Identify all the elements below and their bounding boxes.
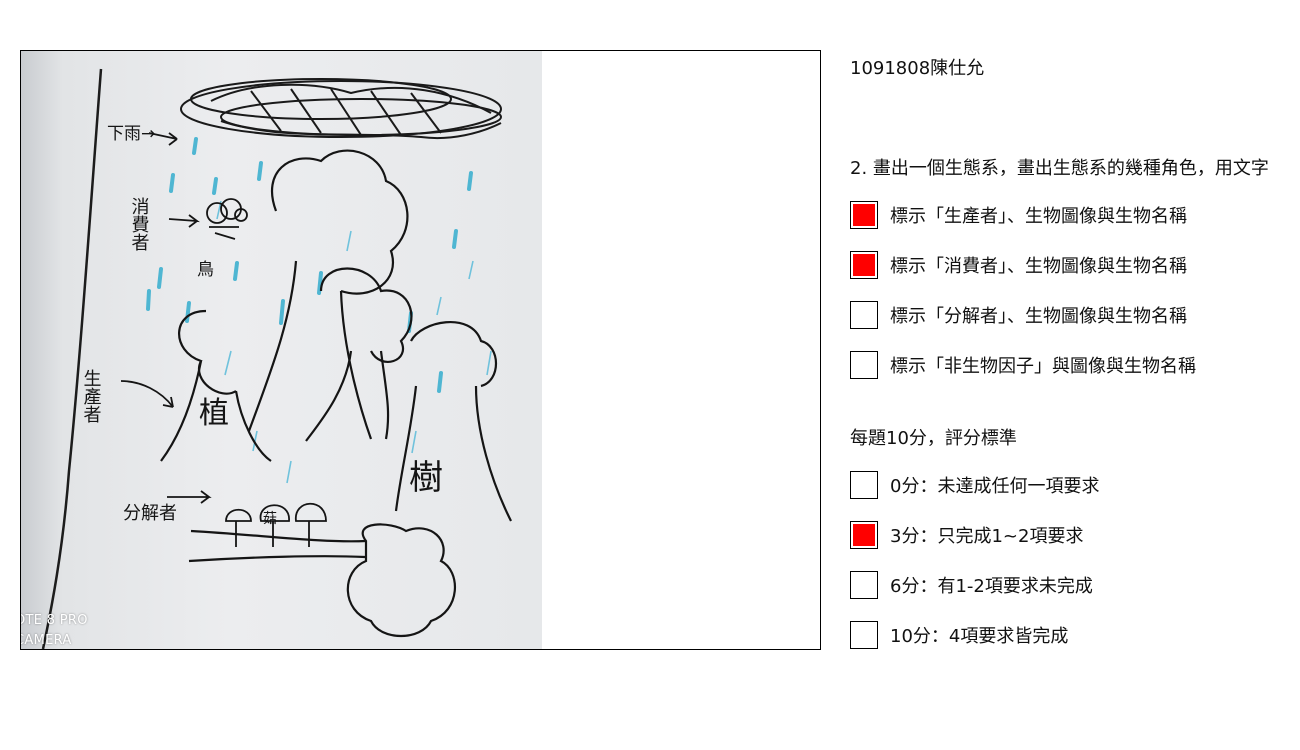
- label-consumer: 消費者: [129, 197, 150, 251]
- answer-frame: 下雨→ 消費者 鳥 生產者 植 樹 分解者 菇 OTE 8 PRO CAMERA: [20, 50, 821, 650]
- score-checkbox[interactable]: [850, 621, 878, 649]
- criterion-checkbox[interactable]: [850, 251, 878, 279]
- criterion-abiotic[interactable]: 標示「非生物因子」與圖像與生物名稱: [850, 350, 1196, 380]
- mushroom-drawing: [225, 502, 327, 547]
- watermark-line-1: OTE 8 PRO: [21, 613, 88, 628]
- watermark-line-2: CAMERA: [21, 633, 72, 648]
- score-label: 0分：未達成任何一項要求: [890, 476, 1100, 497]
- score-label: 10分：4項要求皆完成: [890, 626, 1069, 647]
- label-rain: 下雨→: [107, 124, 155, 144]
- score-label: 6分：有1-2項要求未完成: [890, 576, 1093, 597]
- rain-strokes: [216, 200, 492, 484]
- label-tree-1: 植: [199, 396, 229, 431]
- question-text: 2. 畫出一個生態系，畫出生態系的幾種角色，用文字: [850, 158, 1269, 179]
- criterion-consumer[interactable]: 標示「消費者」、生物圖像與生物名稱: [850, 250, 1187, 280]
- label-decomposer: 分解者: [123, 503, 177, 524]
- criterion-label: 標示「消費者」、生物圖像與生物名稱: [890, 256, 1187, 277]
- bird-drawing: [206, 198, 248, 240]
- criterion-producer[interactable]: 標示「生產者」、生物圖像與生物名稱: [850, 200, 1187, 230]
- score-option-6[interactable]: 6分：有1-2項要求未完成: [850, 570, 1093, 600]
- cloud-drawing: [180, 78, 502, 140]
- score-checkbox[interactable]: [850, 571, 878, 599]
- criterion-label: 標示「非生物因子」與圖像與生物名稱: [890, 356, 1196, 377]
- criterion-label: 標示「生產者」、生物圖像與生物名稱: [890, 206, 1187, 227]
- label-producer: 生產者: [81, 369, 102, 423]
- score-option-10[interactable]: 10分：4項要求皆完成: [850, 620, 1068, 650]
- score-label: 3分：只完成1~2項要求: [890, 526, 1084, 547]
- grading-panel: 1091808陳仕允 2. 畫出一個生態系，畫出生態系的幾種角色，用文字 標示「…: [850, 0, 1300, 750]
- camera-watermark: OTE 8 PRO CAMERA: [21, 611, 88, 649]
- criterion-checkbox[interactable]: [850, 201, 878, 229]
- label-mushroom: 菇: [263, 511, 277, 527]
- label-bird: 鳥: [197, 260, 214, 280]
- score-option-0[interactable]: 0分：未達成任何一項要求: [850, 470, 1099, 500]
- criterion-decomposer[interactable]: 標示「分解者」、生物圖像與生物名稱: [850, 300, 1187, 330]
- ecosystem-drawing-photo: 下雨→ 消費者 鳥 生產者 植 樹 分解者 菇 OTE 8 PRO CAMERA: [21, 51, 542, 649]
- criterion-checkbox[interactable]: [850, 301, 878, 329]
- ecosystem-sketch: 下雨→ 消費者 鳥 生產者 植 樹 分解者 菇: [41, 68, 512, 649]
- label-tree-2: 樹: [409, 458, 443, 498]
- score-option-3[interactable]: 3分：只完成1~2項要求: [850, 520, 1083, 550]
- score-checkbox[interactable]: [850, 521, 878, 549]
- score-checkbox[interactable]: [850, 471, 878, 499]
- student-id: 1091808陳仕允: [850, 58, 985, 79]
- rain-drops: [146, 137, 473, 393]
- tree-drawings: [160, 149, 512, 638]
- scoring-heading: 每題10分，評分標準: [850, 428, 1017, 449]
- criterion-checkbox[interactable]: [850, 351, 878, 379]
- label-arrows: [120, 132, 212, 504]
- criterion-label: 標示「分解者」、生物圖像與生物名稱: [890, 306, 1187, 327]
